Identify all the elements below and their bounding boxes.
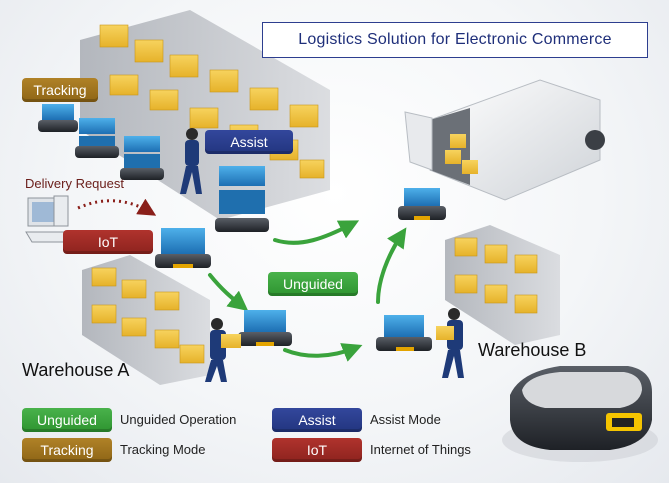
legend-tracking-text: Tracking Mode (120, 442, 206, 457)
legend-assist-tag: Assist (272, 408, 362, 432)
robot-closeup (502, 366, 658, 462)
delivery-request-label: Delivery Request (25, 176, 124, 191)
legend-iot-tag: IoT (272, 438, 362, 462)
flow-arrows (208, 220, 407, 362)
legend-assist-text: Assist Mode (370, 412, 441, 427)
unguided-tag: Unguided (268, 272, 358, 296)
delivery-truck (404, 79, 605, 201)
shelving-warehouse-b (445, 225, 560, 345)
diagram-title: Logistics Solution for Electronic Commer… (262, 22, 648, 58)
legend-unguided-tag: Unguided (22, 408, 112, 432)
tracking-tag: Tracking (22, 78, 98, 102)
delivery-request-arrow (77, 198, 157, 216)
carts (38, 104, 446, 351)
warehouse-a-label: Warehouse A (22, 360, 130, 380)
shelving-warehouse-a (82, 255, 210, 385)
iot-tag: IoT (63, 230, 153, 254)
computer-terminal (25, 195, 71, 243)
assist-tag: Assist (205, 130, 293, 154)
warehouse-b-label: Warehouse B (478, 340, 587, 360)
legend-unguided-text: Unguided Operation (120, 412, 237, 427)
legend-iot-text: Internet of Things (370, 442, 471, 457)
workers (180, 128, 464, 382)
legend-tracking-tag: Tracking (22, 438, 112, 462)
